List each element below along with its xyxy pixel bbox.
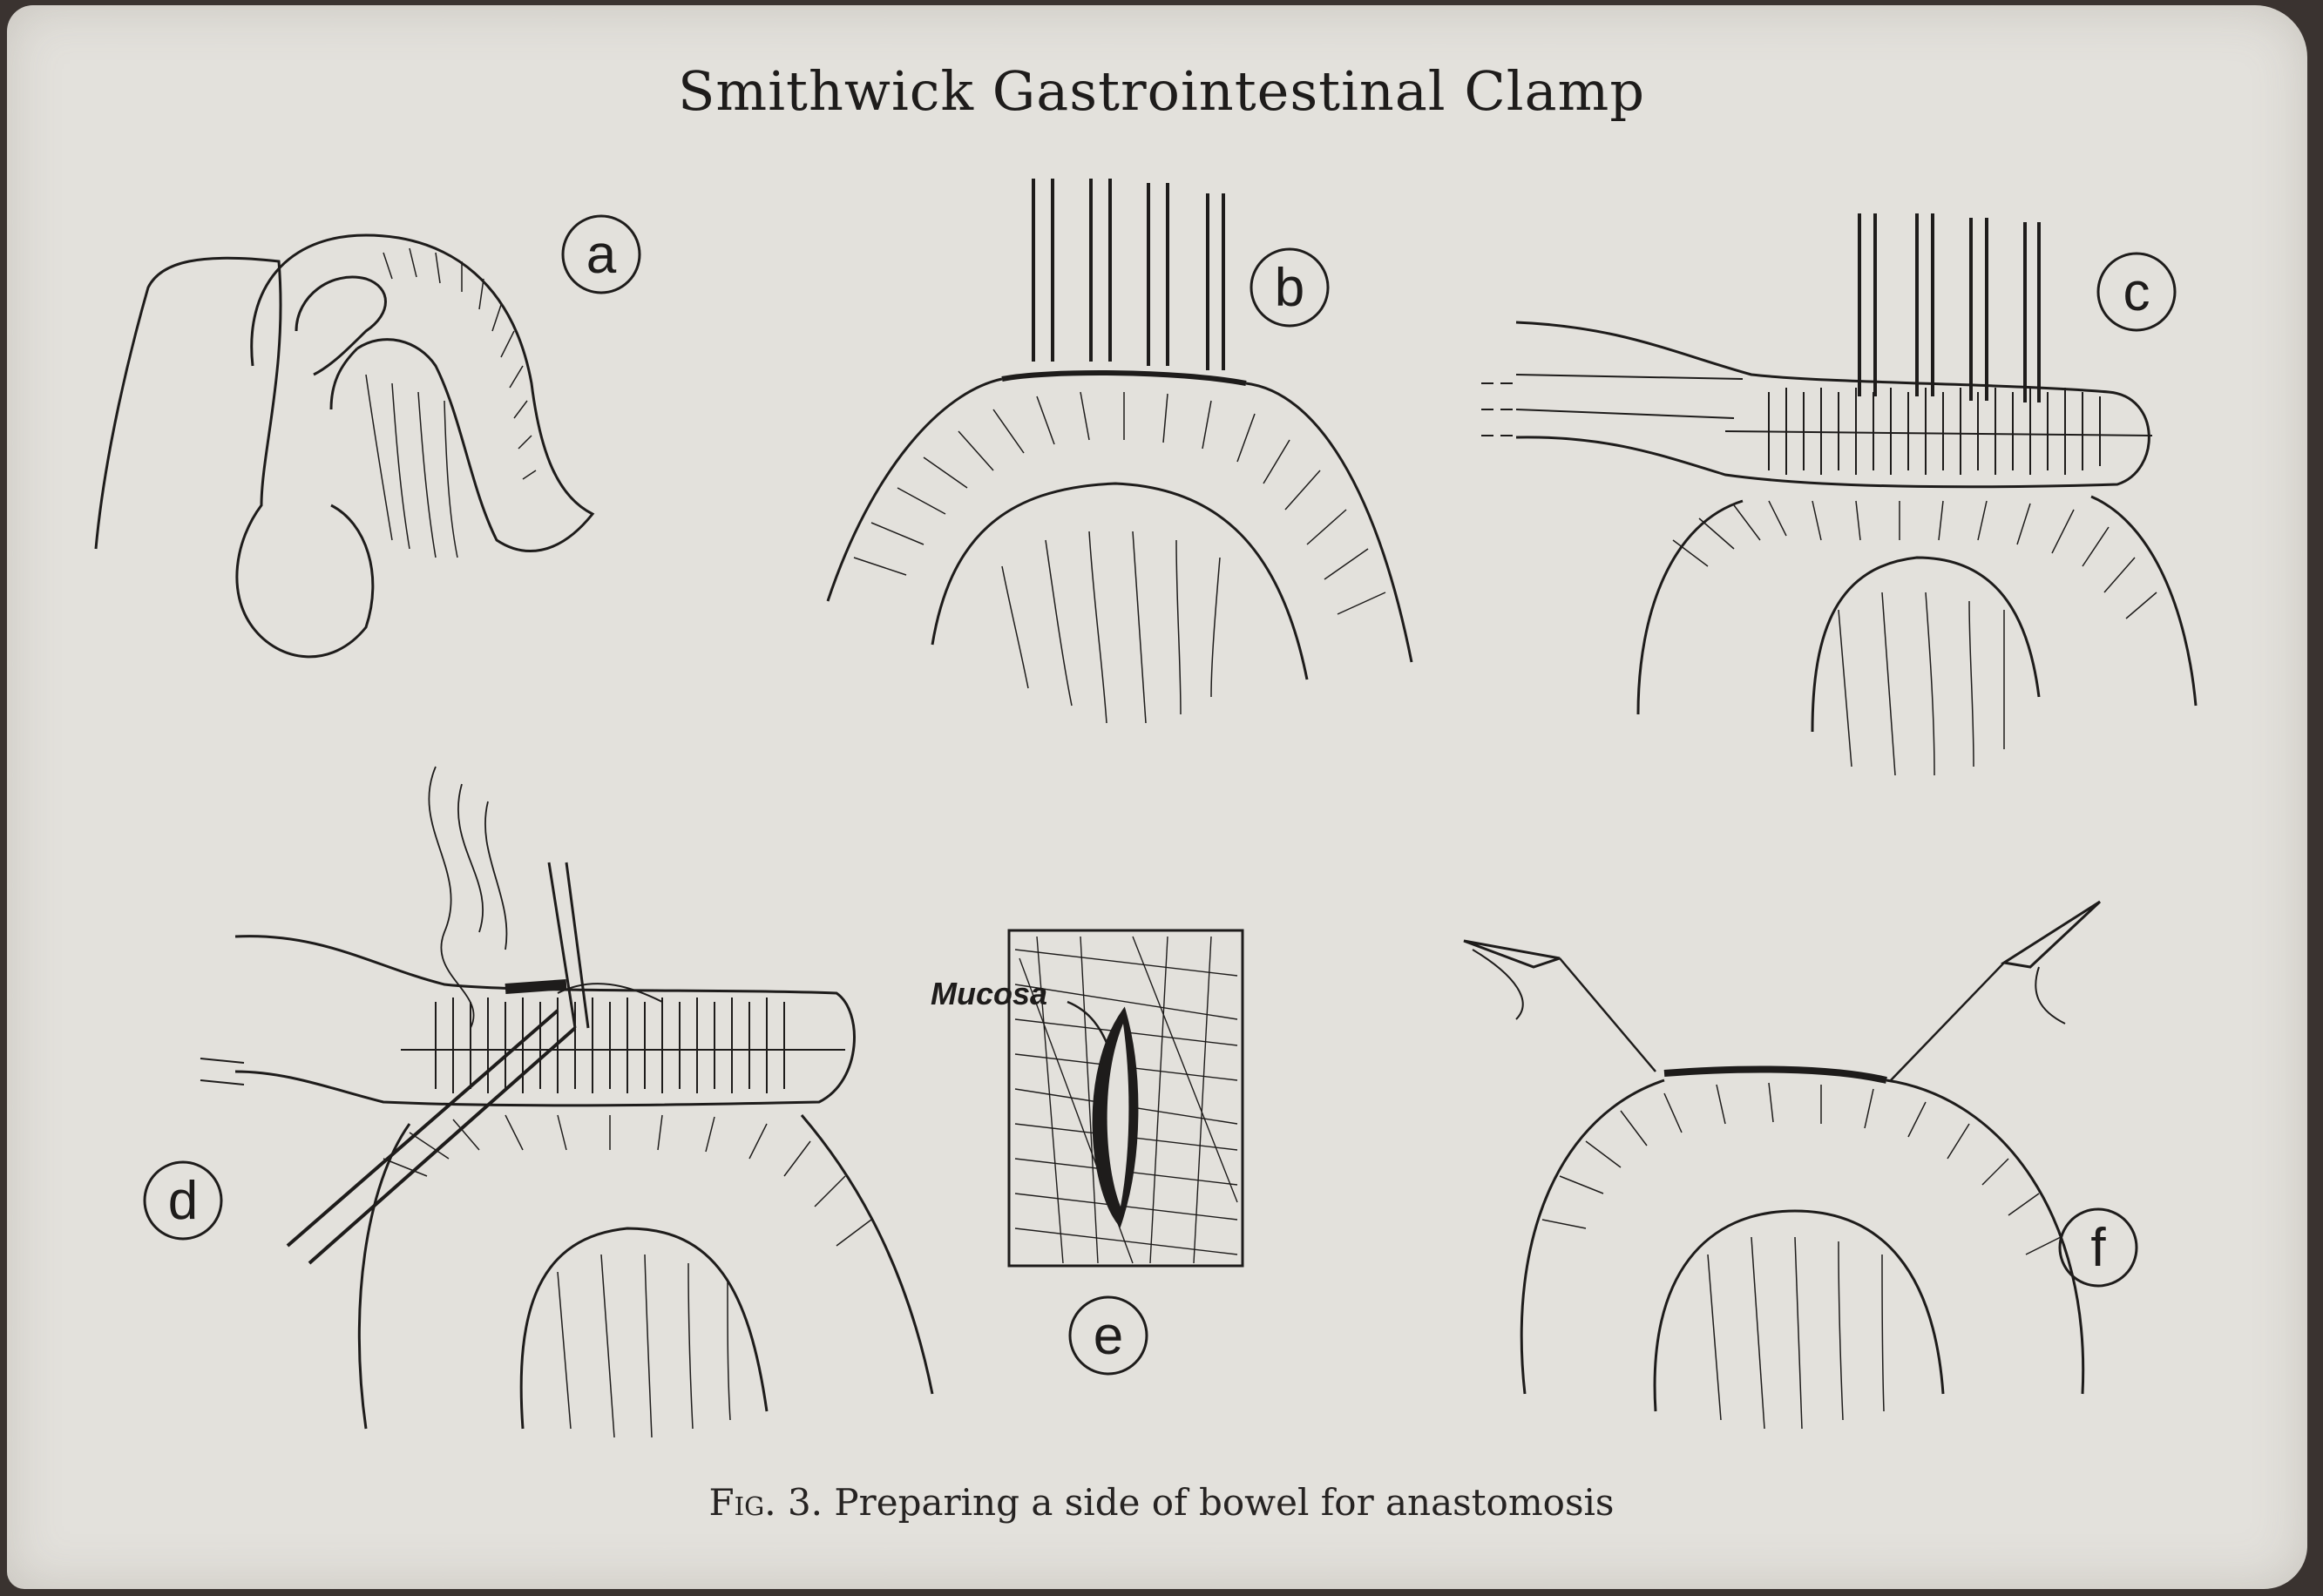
figure-caption: Fig. 3. Preparing a side of bowel for an… xyxy=(0,1481,2323,1524)
panel-label-e: e xyxy=(1094,1306,1123,1366)
bowel-arch-b-inner xyxy=(931,482,1309,680)
cautery-instrument xyxy=(286,1009,577,1265)
panel-label-d: d xyxy=(168,1171,198,1231)
panel-label-f: f xyxy=(2090,1218,2106,1278)
hand-outline xyxy=(94,256,375,659)
mesentery-a xyxy=(365,374,458,558)
illustration-card xyxy=(7,5,2307,1589)
mesentery-b xyxy=(1001,531,1221,724)
incision-line-f xyxy=(1663,1065,1887,1084)
mucosa-leader xyxy=(1067,1000,1113,1055)
panel-label-d-circle xyxy=(143,1160,223,1241)
clamp-prongs-b xyxy=(1032,179,1225,370)
smoke xyxy=(428,766,475,1029)
hatch-f xyxy=(1541,1082,2062,1255)
panel-label-c: c xyxy=(2123,262,2150,322)
bowel-arch-f xyxy=(1520,1079,2085,1395)
clamp-body-c xyxy=(1515,321,2150,489)
panel-label-f-circle xyxy=(2058,1207,2138,1288)
hatch-a xyxy=(383,247,537,480)
tissue-patch xyxy=(1007,929,1244,1268)
hatch-c xyxy=(1672,500,2157,619)
hatch-d xyxy=(383,1114,872,1247)
mesentery-f xyxy=(1707,1236,1885,1430)
figure-title: Smithwick Gastrointestinal Clamp xyxy=(677,59,1646,123)
caption-text: Preparing a side of bowel for anastomosi… xyxy=(834,1481,1615,1524)
bowel-arch-b-outer xyxy=(826,377,1413,663)
clamp-teeth-d xyxy=(435,998,785,1093)
panel-label-a-circle xyxy=(561,214,641,294)
clamp-jaw-b xyxy=(1001,370,1247,386)
clamp-body-d xyxy=(234,935,856,1107)
figure-number: Fig. 3. xyxy=(708,1481,823,1524)
panel-f xyxy=(1463,900,2138,1430)
panel-label-b-circle xyxy=(1250,247,1330,328)
bowel-loop-a xyxy=(250,233,595,552)
panel-e xyxy=(1007,929,1244,1376)
bowel-arch-d xyxy=(357,1114,934,1430)
clamp-teeth-c xyxy=(1768,388,2101,475)
forceps-left xyxy=(1463,939,1561,969)
mesentery-d xyxy=(557,1254,731,1438)
panel-b xyxy=(826,179,1413,724)
panel-label-b: b xyxy=(1275,258,1304,318)
forceps-right xyxy=(2000,900,2102,969)
thumb xyxy=(295,275,387,376)
panel-label-a: a xyxy=(586,225,617,285)
panel-a xyxy=(94,214,641,659)
panel-d xyxy=(143,766,934,1438)
panel-label-c-circle xyxy=(2096,252,2177,332)
panel-label-e-circle xyxy=(1068,1295,1148,1376)
clamp-prongs-c xyxy=(1858,213,2041,402)
hatch-b xyxy=(853,391,1386,615)
mesentery-c xyxy=(1838,592,2005,776)
bowel-arch-c xyxy=(1636,495,2198,715)
mucosa-label: Mucosa xyxy=(931,976,1047,1011)
panel-c xyxy=(1481,213,2198,776)
